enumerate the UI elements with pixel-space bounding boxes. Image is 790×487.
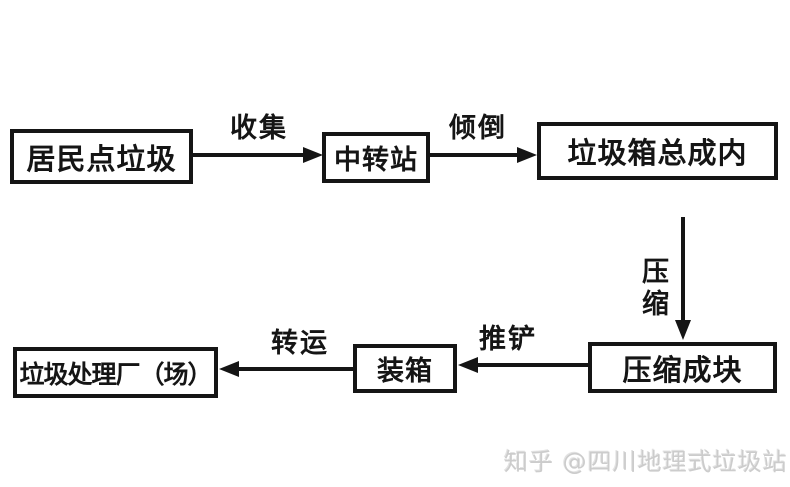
arrow-down-icon [675, 320, 691, 340]
node-garbage-container-assembly: 垃圾箱总成内 [537, 122, 778, 180]
edge-compress-label: 压缩 [637, 257, 668, 321]
edge-collect-line [193, 153, 305, 157]
edge-dump-label: 倾倒 [449, 113, 507, 144]
arrow-left-icon [219, 361, 239, 377]
arrow-left-icon [458, 357, 478, 373]
node-compressed-blocks: 压缩成块 [588, 342, 777, 393]
edge-compress-line [681, 217, 685, 321]
node-residential-waste: 居民点垃圾 [10, 129, 193, 184]
edge-shovel-line [477, 363, 588, 367]
node-treatment-plant: 垃圾处理厂（场） [13, 347, 218, 398]
edge-shovel-label: 推铲 [479, 324, 537, 355]
node-transfer-station: 中转站 [322, 132, 430, 183]
edge-dump-line [430, 153, 519, 157]
arrow-right-icon [517, 147, 537, 163]
node-packing: 装箱 [353, 344, 457, 393]
edge-transfer-label: 转运 [271, 328, 329, 359]
arrow-right-icon [303, 147, 323, 163]
edge-collect-label: 收集 [230, 113, 288, 144]
watermark: 知乎 @四川地理式垃圾站 [504, 448, 788, 476]
edge-transfer-line [238, 367, 353, 371]
